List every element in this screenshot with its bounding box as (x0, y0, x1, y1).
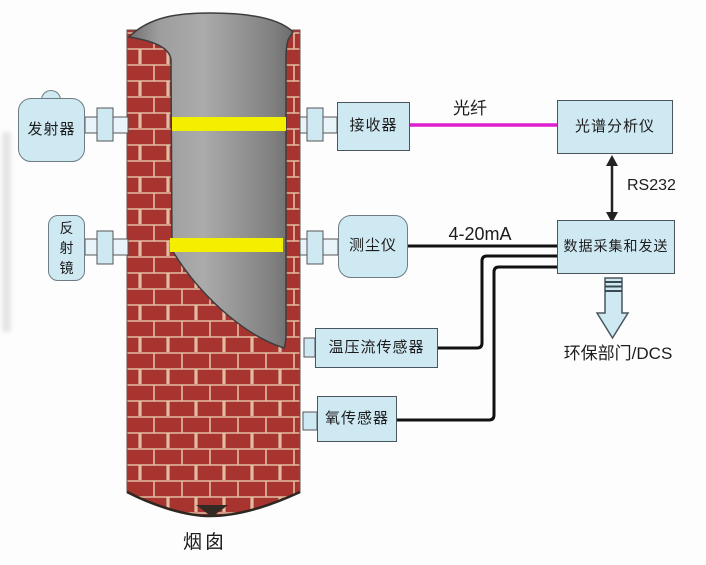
tpf-sensor-tab (303, 337, 316, 358)
transmitter-pipe2 (112, 116, 129, 134)
destination-label: 环保部门/DCS (563, 344, 673, 363)
optical-band-upper (172, 117, 286, 131)
spectrum-analyzer-label: 光谱分析仪 (574, 117, 655, 135)
tpf-sensor-label: 温压流传感器 (328, 338, 425, 356)
transmitter-pipe (84, 116, 98, 134)
dust-meter-pipe (299, 238, 308, 256)
transmitter-box: 发射器 (18, 98, 85, 162)
tpf-sensor-box: 温压流传感器 (315, 328, 438, 368)
dust-meter-label: 测尘仪 (348, 237, 397, 255)
reflector-pipe2 (112, 238, 129, 256)
scan-artifact (2, 132, 11, 332)
tpf-signal-line (438, 254, 557, 350)
fiber-label: 光纤 (453, 99, 487, 118)
data-unit-box: 数据采集和发送 (557, 220, 675, 274)
oxygen-signal-line (397, 265, 557, 422)
current-loop-label: 4-20mA (448, 224, 512, 244)
rs232-double-arrow-icon (606, 155, 618, 223)
rs232-label: RS232 (627, 177, 676, 194)
receiver-flange (306, 107, 324, 142)
chimney-label: 烟囱 (182, 532, 227, 553)
data-unit-label: 数据采集和发送 (563, 238, 669, 255)
transmitter-flange (96, 107, 114, 142)
down-block-arrow-icon (595, 277, 630, 340)
oxygen-sensor-tab (302, 411, 318, 431)
dust-meter-box: 测尘仪 (338, 215, 408, 278)
transmitter-label: 发射器 (27, 120, 76, 138)
reflector-flange (96, 230, 114, 265)
receiver-pipe2 (322, 116, 338, 134)
oxygen-sensor-box: 氧传感器 (317, 396, 397, 442)
receiver-label: 接收器 (349, 117, 398, 135)
spectrum-analyzer-box: 光谱分析仪 (557, 100, 673, 154)
receiver-box: 接收器 (337, 102, 410, 151)
reflector-label: 反射镜 (59, 219, 74, 277)
reflector-box: 反射镜 (48, 215, 85, 281)
chimney-bottom-edge (126, 490, 301, 518)
oxygen-sensor-label: 氧传感器 (324, 409, 389, 427)
dust-meter-pipe2 (322, 238, 339, 256)
chimney-bottom-notch (196, 505, 228, 517)
reflector-pipe (84, 238, 98, 256)
receiver-pipe (299, 116, 308, 134)
optical-band-lower (170, 238, 283, 252)
dust-meter-flange (306, 230, 324, 265)
